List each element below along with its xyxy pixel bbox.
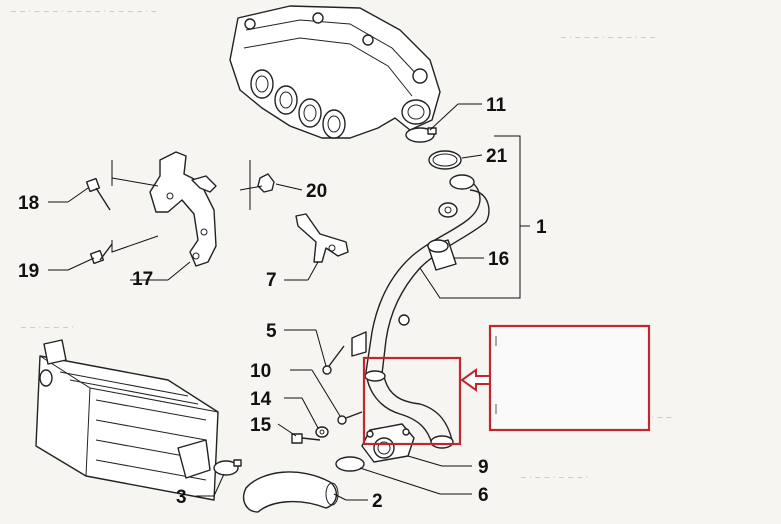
- callout-1: 1: [536, 217, 547, 238]
- callout-6: 6: [478, 485, 489, 506]
- callout-17: 17: [132, 269, 153, 290]
- callout-21: 21: [486, 146, 508, 167]
- bracket-7: [295, 213, 349, 263]
- washer-14: [315, 426, 329, 438]
- bolt-15: [291, 433, 321, 444]
- nut-20: [239, 160, 275, 210]
- clamp-6: [335, 456, 365, 472]
- callout-11: 11: [486, 95, 507, 116]
- bolt-18: [85, 177, 111, 211]
- callout-labels: 11 21 1 16 20 18 19 17 7 5 10 14 15 9 6 …: [18, 95, 547, 512]
- bolt-10: [337, 411, 363, 425]
- svg-text:~ ~ · ~ ~ ~ ·: ~ ~ · ~ ~ ~ ·: [20, 323, 74, 332]
- clamp-3: [213, 459, 242, 476]
- bolt-19: [89, 243, 113, 265]
- callout-3: 3: [176, 487, 187, 508]
- sensor-16: [427, 239, 457, 271]
- bracket-17: [111, 151, 217, 267]
- highlight-hose-box: [362, 356, 462, 446]
- svg-text:~ · ~ ~ ~ · ~ ~ ~ · ~ ~: ~ · ~ ~ ~ · ~ ~ ~ · ~ ~: [560, 33, 656, 42]
- intake-pipe-1: [351, 174, 490, 375]
- o-ring-21: [428, 150, 462, 170]
- svg-text:~ · ~ ~ · ~ ~ ~ ·: ~ · ~ ~ · ~ ~ ~ ·: [520, 473, 588, 482]
- callout-9: 9: [478, 457, 489, 478]
- note-box: [488, 324, 651, 432]
- svg-text:~ ~ · ~ ~ ~ · ~ ~ ~ ~ · ~ ~ ~: ~ ~ · ~ ~ ~ · ~ ~ ~ ~ · ~ ~ ~ ~ · ~: [10, 7, 157, 16]
- callout-19: 19: [18, 261, 39, 282]
- group-bracket-1: [419, 135, 530, 299]
- arrow-left-icon: [460, 368, 491, 392]
- intake-manifold: [229, 5, 441, 139]
- callout-14: 14: [250, 389, 272, 410]
- callout-20: 20: [306, 181, 327, 202]
- callout-16: 16: [488, 249, 509, 270]
- callout-5: 5: [266, 321, 277, 342]
- clamp-11: [405, 127, 437, 143]
- leader-lines: [48, 103, 484, 501]
- callout-7: 7: [266, 270, 277, 291]
- callout-18: 18: [18, 193, 39, 214]
- bolt-5: [322, 345, 345, 375]
- callout-15: 15: [250, 415, 272, 436]
- callout-2: 2: [372, 491, 383, 512]
- callout-10: 10: [250, 361, 271, 382]
- intercooler: [35, 339, 219, 501]
- hose-2: [242, 471, 339, 513]
